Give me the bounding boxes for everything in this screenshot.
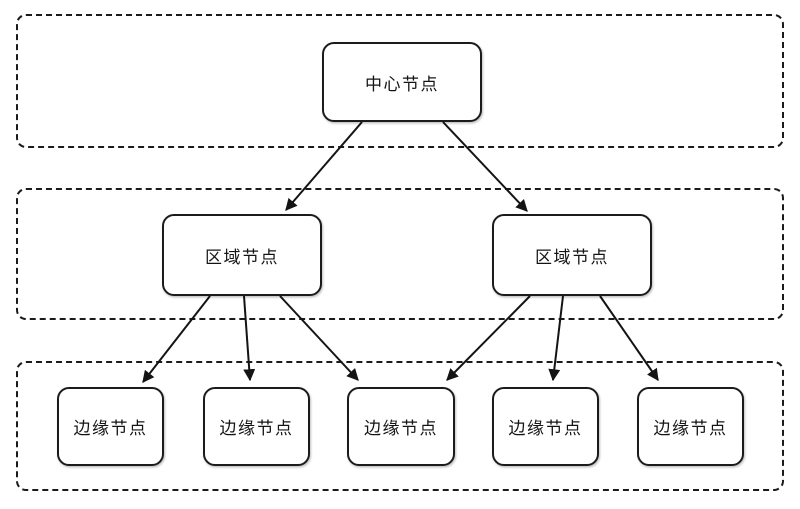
node-edge-1[interactable]: 边缘节点 [57, 387, 164, 466]
node-region-left-label: 区域节点 [205, 247, 279, 267]
node-edge-1-label: 边缘节点 [73, 419, 148, 438]
node-edge-5-label: 边缘节点 [653, 419, 728, 438]
node-center-label: 中心节点 [365, 74, 439, 94]
node-region-right[interactable]: 区域节点 [492, 214, 652, 296]
node-edge-4-label: 边缘节点 [508, 419, 583, 438]
node-center[interactable]: 中心节点 [322, 42, 482, 122]
node-edge-3-label: 边缘节点 [364, 419, 438, 438]
middle-layer-container[interactable] [16, 188, 784, 320]
node-edge-4[interactable]: 边缘节点 [492, 387, 599, 466]
node-region-left[interactable]: 区域节点 [162, 214, 322, 296]
bottom-layer-container[interactable] [16, 361, 784, 491]
top-layer-container[interactable] [16, 14, 784, 148]
node-region-right-label: 区域节点 [535, 247, 609, 267]
node-edge-3[interactable]: 边缘节点 [347, 387, 455, 466]
node-edge-5[interactable]: 边缘节点 [637, 387, 744, 466]
node-edge-2[interactable]: 边缘节点 [203, 387, 310, 466]
node-edge-2-label: 边缘节点 [219, 419, 294, 438]
